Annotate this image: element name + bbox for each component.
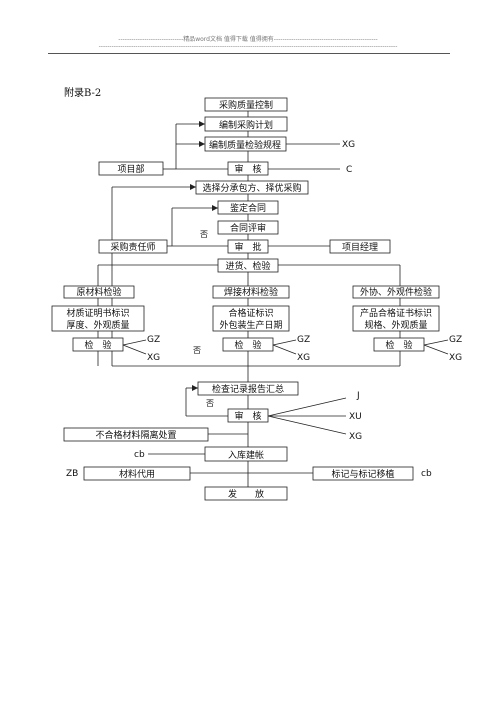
label-no-3: 否 xyxy=(206,399,214,408)
node-procurement-plan: 编制采购计划 xyxy=(204,116,288,132)
node-label-line1: 材质证明书标识 xyxy=(66,307,129,319)
node-welding-material-inspection: 焊接材料检验 xyxy=(212,285,290,299)
node-inspect-a: 检 验 xyxy=(72,337,124,352)
node-arrival-inspection: 进货、检验 xyxy=(217,258,279,273)
node-label: 进货、检验 xyxy=(225,260,270,272)
node-raw-material-inspection: 原材料检验 xyxy=(63,285,135,299)
node-approve: 审 批 xyxy=(227,239,269,254)
node-raw-material-check: 材质证明书标识 厚度、外观质量 xyxy=(51,305,145,332)
label-xg-top: XG xyxy=(342,140,355,150)
header-dashes: ----------------------------------------… xyxy=(98,43,398,50)
node-label-line1: 产品合格证书标识 xyxy=(360,307,432,319)
node-label: 外协、外观件检验 xyxy=(360,286,432,298)
node-label-line2: 厚度、外观质量 xyxy=(66,319,129,331)
node-warehouse: 入库建帐 xyxy=(204,446,288,462)
node-label: 审 核 xyxy=(234,410,261,422)
node-project-dept: 项目部 xyxy=(98,161,164,176)
node-label: 采购质量控制 xyxy=(219,99,273,111)
label-xg-review: XG xyxy=(349,432,362,442)
label-cb-right: cb xyxy=(421,469,432,479)
node-label-line2: 外包装生产日期 xyxy=(219,319,282,331)
node-nonconforming: 不合格材料隔离处置 xyxy=(63,427,209,442)
node-material-substitution: 材料代用 xyxy=(83,466,191,481)
label-cb-left: cb xyxy=(134,450,145,460)
label-xg-b: XG xyxy=(297,353,310,363)
node-contract-review: 合同评审 xyxy=(217,220,279,235)
label-gz-c: GZ xyxy=(449,335,462,345)
node-label-line2: 规格、外观质量 xyxy=(364,319,427,331)
node-label: 检 验 xyxy=(84,339,111,351)
node-label: 检 验 xyxy=(385,339,412,351)
label-xu: XU xyxy=(349,412,362,422)
label-xg-c: XG xyxy=(449,353,462,363)
node-release: 发 放 xyxy=(204,486,288,501)
label-no-1: 否 xyxy=(200,230,208,239)
node-purchaser: 采购责任师 xyxy=(98,239,168,254)
node-inspect-c: 检 验 xyxy=(373,337,425,352)
appendix-title: 附录B-2 xyxy=(64,86,101,99)
node-label: 发 放 xyxy=(228,488,264,500)
node-label-line1: 合格证标识 xyxy=(228,307,273,319)
node-label: 项目部 xyxy=(117,163,144,175)
node-label: 审 批 xyxy=(234,241,261,253)
node-review-2: 审 核 xyxy=(227,408,269,423)
node-select-subcontract: 选择分承包方、择优采购 xyxy=(195,180,309,195)
node-report-summary: 检查记录报告汇总 xyxy=(197,381,299,396)
node-procurement-control: 采购质量控制 xyxy=(204,97,288,112)
node-outsourced-check: 产品合格证书标识 规格、外观质量 xyxy=(352,305,440,332)
header-rule xyxy=(48,53,450,54)
node-mark-transfer: 标记与标记移植 xyxy=(312,466,414,481)
label-c: C xyxy=(346,165,352,175)
node-outsourced-inspection: 外协、外观件检验 xyxy=(352,285,440,299)
node-label: 合同评审 xyxy=(230,222,266,234)
node-inspection-rules: 编制质量检验规程 xyxy=(204,136,287,152)
node-label: 选择分承包方、择优采购 xyxy=(202,182,301,194)
node-label: 原材料检验 xyxy=(76,286,121,298)
node-label: 焊接材料检验 xyxy=(224,286,278,298)
node-label: 编制采购计划 xyxy=(219,119,273,131)
node-label: 检 验 xyxy=(234,339,261,351)
label-gz-a: GZ xyxy=(147,335,160,345)
node-label: 采购责任师 xyxy=(110,241,155,253)
arrow-heads xyxy=(190,121,218,391)
header-banner: ------------------------------精品word文档 值… xyxy=(118,36,378,43)
label-xg-a: XG xyxy=(147,353,160,363)
node-welding-check: 合格证标识 外包装生产日期 xyxy=(212,305,290,332)
node-label: 材料代用 xyxy=(119,468,155,480)
node-project-manager: 项目经理 xyxy=(329,239,391,254)
node-label: 审 核 xyxy=(234,163,261,175)
node-label: 标记与标记移植 xyxy=(331,468,394,480)
node-label: 鉴定合同 xyxy=(230,202,266,214)
node-label: 项目经理 xyxy=(342,241,378,253)
node-label: 检查记录报告汇总 xyxy=(212,383,284,395)
node-label: 编制质量检验规程 xyxy=(209,139,281,151)
label-zb: ZB xyxy=(66,469,78,479)
node-review-1: 审 核 xyxy=(227,161,269,176)
node-label: 不合格材料隔离处置 xyxy=(95,429,176,441)
node-sign-contract: 鉴定合同 xyxy=(217,200,279,215)
node-inspect-b: 检 验 xyxy=(222,337,274,352)
label-j: J xyxy=(356,391,360,401)
node-label: 入库建帐 xyxy=(228,449,264,461)
label-gz-b: GZ xyxy=(297,335,310,345)
label-no-2: 否 xyxy=(193,346,201,355)
